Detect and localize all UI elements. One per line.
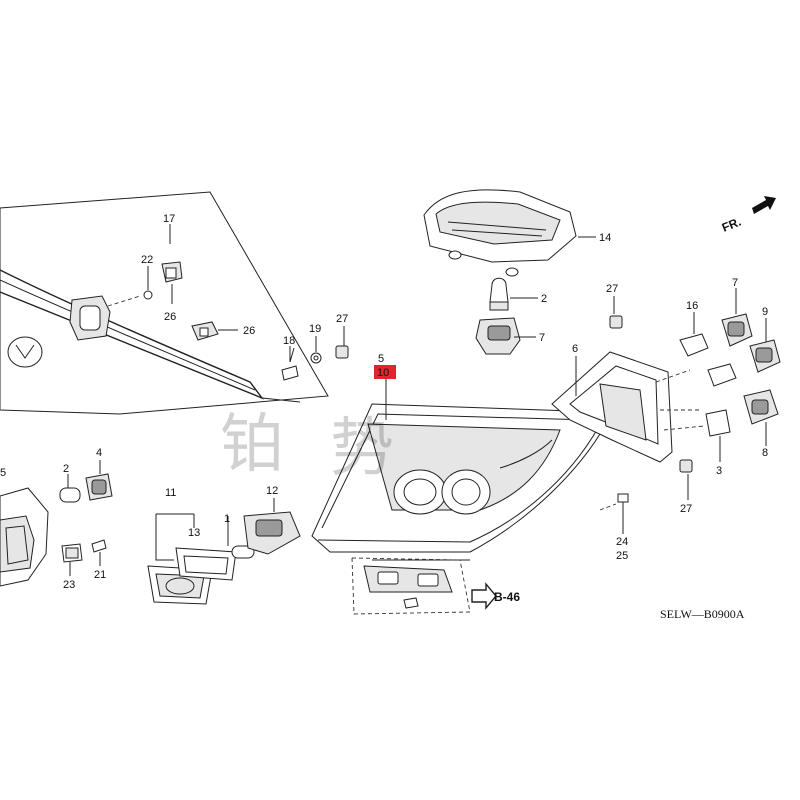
callout-17: 17 <box>163 213 175 225</box>
socket-9 <box>749 339 781 373</box>
callout-7-right: 7 <box>732 277 738 289</box>
callout-26-upper: 26 <box>164 311 176 323</box>
callout-3: 3 <box>716 465 722 477</box>
callout-7-upper: 7 <box>539 332 545 344</box>
nut-27-upper <box>609 315 623 329</box>
callout-5-lower: 5 <box>0 467 6 479</box>
clip-23 <box>61 543 83 563</box>
high-mount-stop-light <box>423 189 596 277</box>
socket-7-upper <box>475 317 521 355</box>
callout-21: 21 <box>94 569 106 581</box>
bracket-detail <box>351 557 497 615</box>
license-light <box>147 513 237 605</box>
bulb-2-lower <box>59 487 81 503</box>
trunk-garnish-panel <box>0 191 329 415</box>
callout-27-lower: 27 <box>680 503 692 515</box>
watermark-char-2: 势 <box>330 412 394 486</box>
leader-lines <box>67 224 767 576</box>
socket-8 <box>743 389 779 425</box>
callout-13: 13 <box>188 527 200 539</box>
diagram-code: SELW—B0900A <box>660 607 745 621</box>
screw-24 <box>617 493 629 520</box>
callout-23: 23 <box>63 579 75 591</box>
callout-27-upper: 27 <box>606 283 618 295</box>
clip-26-lower <box>191 321 238 341</box>
callout-4: 4 <box>96 447 102 459</box>
bulb-1 <box>231 545 255 559</box>
bulb-16 <box>679 333 709 357</box>
clip-22 <box>143 290 153 300</box>
callout-26-lower: 26 <box>243 325 255 337</box>
nut-27-left <box>335 345 349 359</box>
callout-25: 25 <box>616 550 628 562</box>
callout-27-left: 27 <box>336 313 348 325</box>
tail-light-assembly <box>311 403 607 561</box>
clip-26-upper <box>161 261 183 283</box>
dash-leaders-right <box>599 369 705 511</box>
watermark-char-1: 铂 <box>220 408 284 482</box>
screw-21 <box>91 539 107 553</box>
callout-14: 14 <box>599 232 611 244</box>
callout-19: 19 <box>309 323 321 335</box>
tail-light-gasket <box>551 351 673 463</box>
callout-10: 10 <box>377 367 389 379</box>
callout-5: 5 <box>378 353 384 365</box>
socket-4 <box>85 473 113 501</box>
bulb-right-mid <box>707 363 737 387</box>
callout-8: 8 <box>762 447 768 459</box>
bulb-2-upper <box>489 277 509 311</box>
callout-18: 18 <box>283 335 295 347</box>
callout-24: 24 <box>616 536 628 548</box>
callout-12: 12 <box>266 485 278 497</box>
callout-22: 22 <box>141 254 153 266</box>
callout-16: 16 <box>686 300 698 312</box>
nut-19 <box>310 352 322 364</box>
socket-7-right <box>721 313 753 347</box>
reference-b46: B-46 <box>494 590 520 604</box>
callout-6: 6 <box>572 343 578 355</box>
callout-1: 1 <box>224 513 230 525</box>
rear-lower-lamp <box>0 487 49 587</box>
callout-2-upper: 2 <box>541 293 547 305</box>
callout-11: 11 <box>165 487 176 499</box>
front-direction-arrow <box>752 196 776 214</box>
callouts: 17 22 26 26 18 19 27 5 10 14 2 7 27 16 7… <box>0 213 768 591</box>
callout-9: 9 <box>762 306 768 318</box>
highlight-10 <box>374 365 396 379</box>
front-label: FR. <box>720 215 743 235</box>
callout-2-lower: 2 <box>63 463 69 475</box>
socket-12 <box>243 511 301 555</box>
nut-27-lower <box>679 459 693 473</box>
bulb-3 <box>705 409 731 437</box>
screw-18 <box>281 347 299 381</box>
